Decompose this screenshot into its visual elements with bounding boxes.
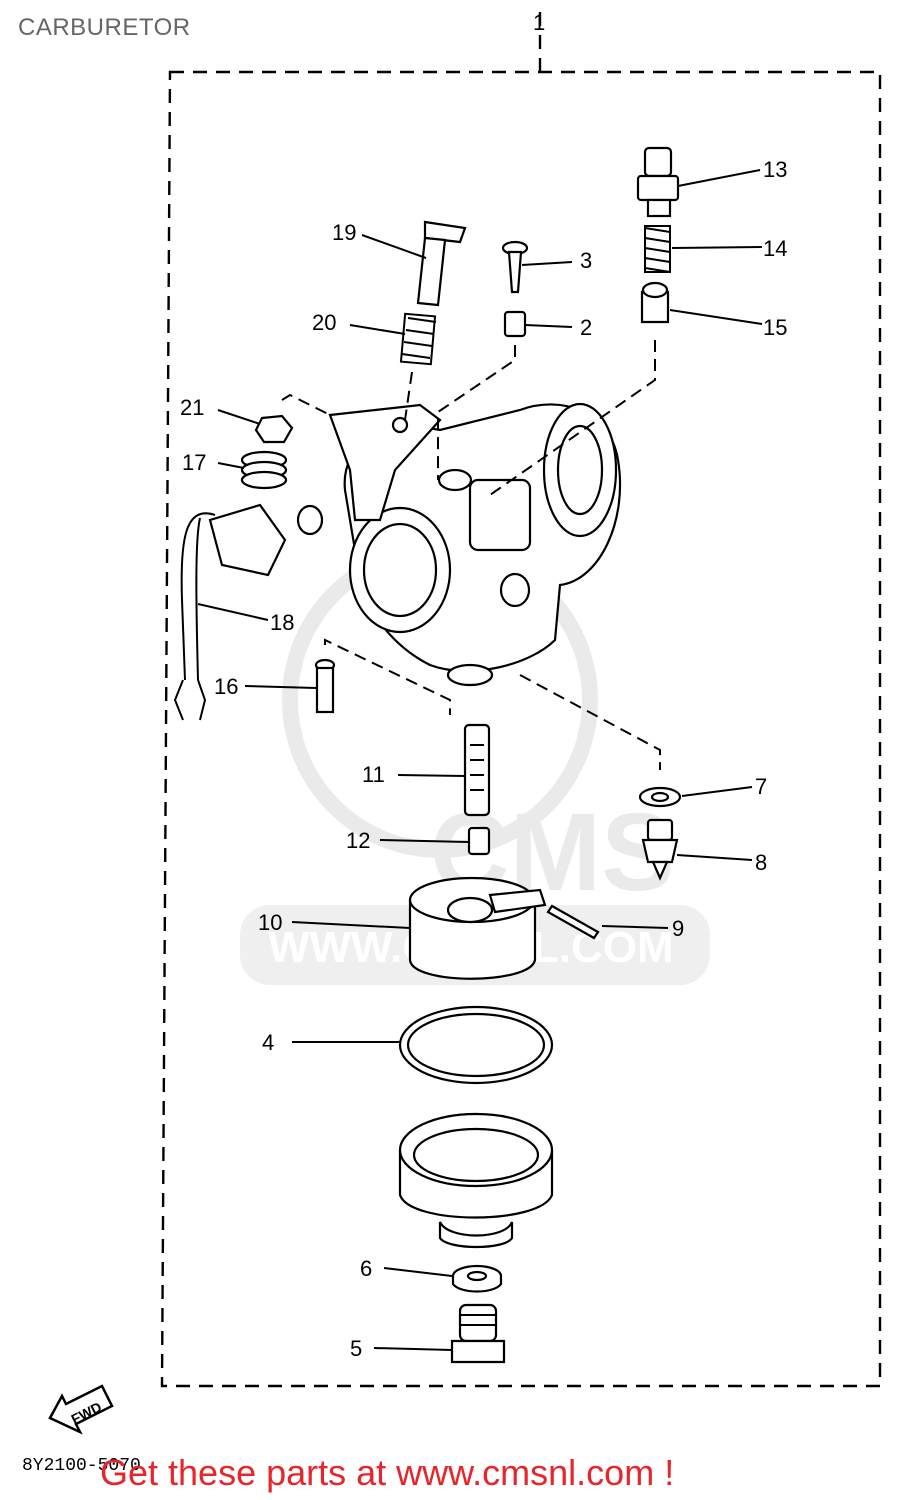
part-13-screw bbox=[636, 146, 680, 218]
part-19-screw bbox=[416, 220, 467, 307]
part-8-needle-valve bbox=[641, 818, 679, 881]
callout-2: 2 bbox=[580, 315, 592, 340]
part-10-float bbox=[408, 876, 547, 980]
callout-11: 11 bbox=[362, 762, 385, 787]
part-3-screw bbox=[501, 240, 529, 294]
callout-8: 8 bbox=[755, 850, 767, 875]
callout-7: 7 bbox=[755, 774, 767, 799]
part-4-gasket bbox=[398, 1005, 554, 1085]
part-9-pin bbox=[546, 904, 600, 940]
callout-15: 15 bbox=[763, 315, 787, 340]
cta-link[interactable]: Get these parts at www.cmsnl.com ! bbox=[100, 1452, 675, 1493]
callout-17: 17 bbox=[182, 450, 206, 475]
callout-9: 9 bbox=[672, 916, 684, 941]
part-15-plunger bbox=[640, 281, 670, 324]
part-21-nut bbox=[254, 414, 294, 444]
part-11-needle-jet bbox=[463, 723, 491, 817]
carburetor-body bbox=[296, 402, 622, 687]
callout-14: 14 bbox=[763, 236, 787, 261]
callout-18: 18 bbox=[270, 610, 294, 635]
callout-20: 20 bbox=[312, 310, 336, 335]
callout-1: 1 bbox=[533, 10, 545, 35]
part-6-washer bbox=[451, 1264, 503, 1293]
part-2-plug bbox=[503, 310, 527, 338]
callout-5: 5 bbox=[350, 1336, 362, 1361]
part-7-washer bbox=[638, 786, 682, 808]
part-18-heater bbox=[173, 503, 287, 721]
part-5-drain-bolt bbox=[450, 1303, 506, 1364]
callout-10: 10 bbox=[258, 910, 282, 935]
float-bowl bbox=[398, 1112, 554, 1249]
part-14-spring bbox=[644, 225, 671, 273]
callout-12: 12 bbox=[346, 828, 370, 853]
part-20-spring bbox=[399, 312, 437, 366]
part-16-jet bbox=[314, 658, 336, 714]
callout-21: 21 bbox=[180, 395, 204, 420]
callout-6: 6 bbox=[360, 1256, 372, 1281]
callout-19: 19 bbox=[332, 220, 356, 245]
part-17-spring bbox=[240, 450, 288, 490]
callout-13: 13 bbox=[763, 157, 787, 182]
page-title: CARBURETOR bbox=[18, 14, 191, 41]
callout-4: 4 bbox=[262, 1030, 274, 1055]
part-12-main-jet bbox=[467, 826, 491, 856]
callout-3: 3 bbox=[580, 248, 592, 273]
fwd-arrow-icon: FWD bbox=[48, 1384, 114, 1435]
assembly-frame bbox=[160, 12, 882, 1388]
callout-16: 16 bbox=[214, 674, 238, 699]
diagram-code: 8Y2100-5070 bbox=[22, 1456, 141, 1476]
